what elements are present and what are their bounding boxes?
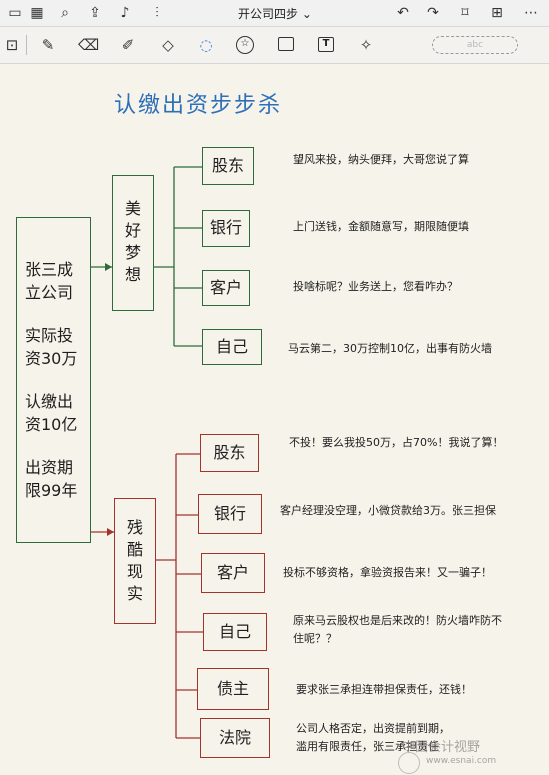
dream-node-char: 美 bbox=[124, 199, 141, 218]
undo-icon[interactable]: ↶ bbox=[397, 5, 409, 21]
root-line: 出资期 bbox=[25, 458, 74, 477]
root-to-dream-arrowhead bbox=[105, 263, 112, 271]
document-title-text: 开公司四步 bbox=[238, 7, 299, 21]
image-tool-icon[interactable] bbox=[278, 37, 294, 51]
sticker-tool-icon[interactable]: ☆ bbox=[236, 36, 254, 54]
watermark-name: 中国会计视野 bbox=[402, 740, 481, 755]
handwriting-input[interactable]: abc bbox=[432, 36, 518, 54]
eraser-tool-icon[interactable]: ⌫ bbox=[78, 36, 100, 54]
role-label: 银行 bbox=[209, 218, 242, 237]
root-to-reality-arrowhead bbox=[107, 528, 114, 536]
dream-role-description: 马云第二，30万控制10亿，出事有防火墙 bbox=[288, 342, 492, 355]
reality-role-description: 客户经理没空理，小微贷款给3万。张三担保 bbox=[280, 504, 496, 517]
root-node[interactable]: 张三成 立公司 实际投 资30万 认缴出 资10亿 出资期 限99年 bbox=[16, 217, 91, 543]
root-line: 资10亿 bbox=[25, 415, 78, 434]
search-icon[interactable]: ⌕ bbox=[61, 5, 69, 21]
dream-role-node[interactable]: 客户 bbox=[202, 270, 250, 306]
reality-node-char: 现 bbox=[126, 562, 143, 581]
microphone-icon[interactable]: ♪ bbox=[120, 5, 130, 21]
role-label: 法院 bbox=[218, 728, 251, 747]
reality-node[interactable]: 残 酷 现 实 bbox=[114, 498, 156, 624]
role-label: 客户 bbox=[209, 278, 242, 297]
reality-role-description: 原来马云股权也是后来改的！防火墙咋防不 bbox=[293, 614, 502, 627]
top-bar: ▭ ▦ ⌕ ⇪ ♪ ⫶ 开公司四步 ⌄ ↶ ↷ ⌑ ⊞ ⋯ bbox=[0, 0, 549, 27]
sidebar-icon[interactable]: ▭ bbox=[8, 5, 22, 21]
reality-role-node[interactable]: 银行 bbox=[198, 494, 262, 534]
reality-role-description: 公司人格否定，出资提前到期， bbox=[296, 722, 450, 735]
add-page-icon[interactable]: ⊞ bbox=[491, 5, 503, 21]
reality-role-description: 要求张三承担连带担保责任，还钱！ bbox=[296, 683, 472, 696]
role-label: 自己 bbox=[215, 337, 248, 356]
dream-node[interactable]: 美 好 梦 想 bbox=[112, 175, 154, 311]
dream-role-description: 望风来投，纳头便拜，大哥您说了算 bbox=[293, 153, 469, 166]
role-label: 自己 bbox=[218, 622, 251, 641]
reality-role-description-cont: 住呢？？ bbox=[293, 632, 337, 645]
role-label: 股东 bbox=[213, 443, 246, 462]
dream-node-char: 梦 bbox=[124, 243, 141, 262]
grid-view-icon[interactable]: ▦ bbox=[30, 5, 44, 21]
pen-tool-icon[interactable]: ✎ bbox=[41, 36, 55, 54]
zoom-box-icon[interactable]: ⊡ bbox=[5, 36, 19, 54]
root-line: 认缴出 bbox=[25, 392, 74, 411]
reality-role-description: 不投！要么我投50万，占70%！我说了算！ bbox=[289, 436, 504, 449]
redo-icon[interactable]: ↷ bbox=[427, 5, 439, 21]
bookmark-icon[interactable]: ⌑ bbox=[461, 5, 469, 21]
reality-role-node[interactable]: 客户 bbox=[201, 553, 265, 593]
watermark-url: www.esnai.com bbox=[426, 756, 497, 766]
reality-role-node[interactable]: 股东 bbox=[200, 434, 259, 472]
shapes-tool-icon[interactable]: ◇ bbox=[162, 36, 174, 54]
audio-waveform-icon[interactable]: ⫶ bbox=[155, 5, 159, 21]
reality-role-description: 投标不够资格，拿验资报告来！又一骗子！ bbox=[283, 566, 492, 579]
toolbar-divider bbox=[26, 35, 27, 55]
root-line: 实际投 bbox=[25, 326, 74, 345]
highlighter-tool-icon[interactable]: ✐ bbox=[121, 36, 135, 54]
root-line: 立公司 bbox=[25, 283, 74, 302]
reality-role-node[interactable]: 债主 bbox=[197, 668, 269, 710]
root-line: 限99年 bbox=[25, 481, 78, 500]
dream-node-char: 想 bbox=[124, 265, 141, 284]
reality-role-node[interactable]: 自己 bbox=[203, 613, 267, 651]
root-line: 资30万 bbox=[25, 349, 78, 368]
role-label: 银行 bbox=[213, 504, 246, 523]
reality-role-description-cont: 滥用有限责任，张三承担责任 bbox=[296, 740, 439, 753]
role-label: 股东 bbox=[211, 156, 244, 175]
watermark-logo bbox=[398, 752, 420, 774]
reality-node-char: 残 bbox=[126, 518, 143, 537]
laser-pointer-tool-icon[interactable]: ✧ bbox=[359, 36, 373, 54]
dream-role-node[interactable]: 股东 bbox=[202, 147, 254, 185]
reality-node-char: 实 bbox=[126, 584, 143, 603]
dream-role-node[interactable]: 自己 bbox=[202, 329, 262, 365]
share-icon[interactable]: ⇪ bbox=[89, 5, 101, 21]
chevron-down-icon: ⌄ bbox=[301, 7, 312, 21]
reality-node-char: 酷 bbox=[126, 540, 143, 559]
more-icon[interactable]: ⋯ bbox=[524, 5, 538, 21]
document-title[interactable]: 开公司四步 ⌄ bbox=[220, 5, 330, 22]
root-line: 张三成 bbox=[25, 260, 74, 279]
text-tool-icon[interactable]: T bbox=[318, 37, 334, 52]
star-icon: ☆ bbox=[240, 38, 250, 49]
dream-role-description: 投啥标呢？业务送上，您看咋办？ bbox=[293, 280, 458, 293]
dream-role-node[interactable]: 银行 bbox=[202, 210, 250, 247]
tool-bar: ⊡ ✎ ⌫ ✐ ◇ ◌ ☆ T ✧ bbox=[0, 27, 549, 64]
dream-role-description: 上门送钱，金额随意写，期限随便填 bbox=[293, 220, 469, 233]
role-label: 债主 bbox=[216, 679, 249, 698]
role-label: 客户 bbox=[216, 563, 249, 582]
page-title: 认缴出资步步杀 bbox=[114, 93, 283, 118]
dream-node-char: 好 bbox=[124, 221, 141, 240]
reality-role-node[interactable]: 法院 bbox=[200, 718, 270, 758]
lasso-tool-icon[interactable]: ◌ bbox=[199, 36, 213, 54]
